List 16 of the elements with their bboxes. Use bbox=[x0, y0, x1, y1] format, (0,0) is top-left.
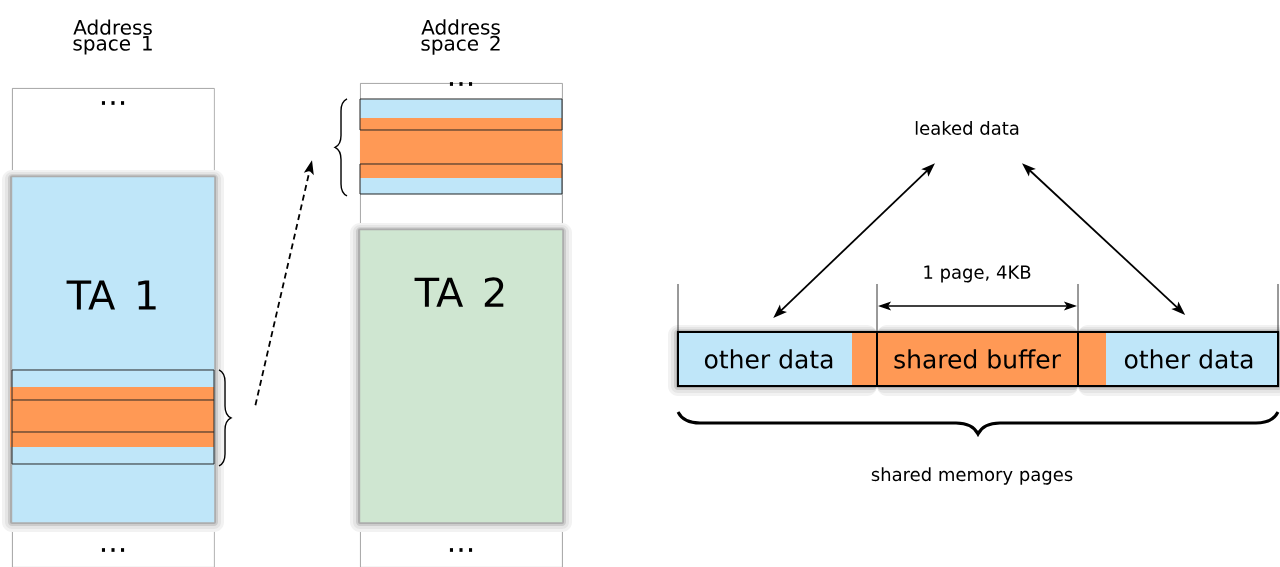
shared-region bbox=[359, 98, 563, 195]
ellipsis: ... bbox=[101, 101, 125, 105]
column-header: Address space 1 bbox=[73, 19, 152, 55]
buffer-box: shared buffer bbox=[876, 325, 1079, 396]
brace-label: shared memory pages bbox=[871, 467, 1073, 485]
ellipsis: ... bbox=[449, 548, 473, 552]
shared-region bbox=[10, 369, 215, 465]
box-label: TA 1 bbox=[66, 280, 156, 310]
dimension-label: 1 page, 4KB bbox=[924, 265, 1031, 283]
data-box: other data bbox=[1077, 325, 1280, 396]
ellipsis: ... bbox=[101, 548, 125, 552]
column-header: Address space 2 bbox=[421, 19, 500, 55]
box-label: TA 2 bbox=[414, 277, 504, 307]
ellipsis: ... bbox=[449, 82, 473, 86]
callout-text: leaked data bbox=[915, 121, 1019, 135]
data-box: other data bbox=[668, 325, 878, 396]
